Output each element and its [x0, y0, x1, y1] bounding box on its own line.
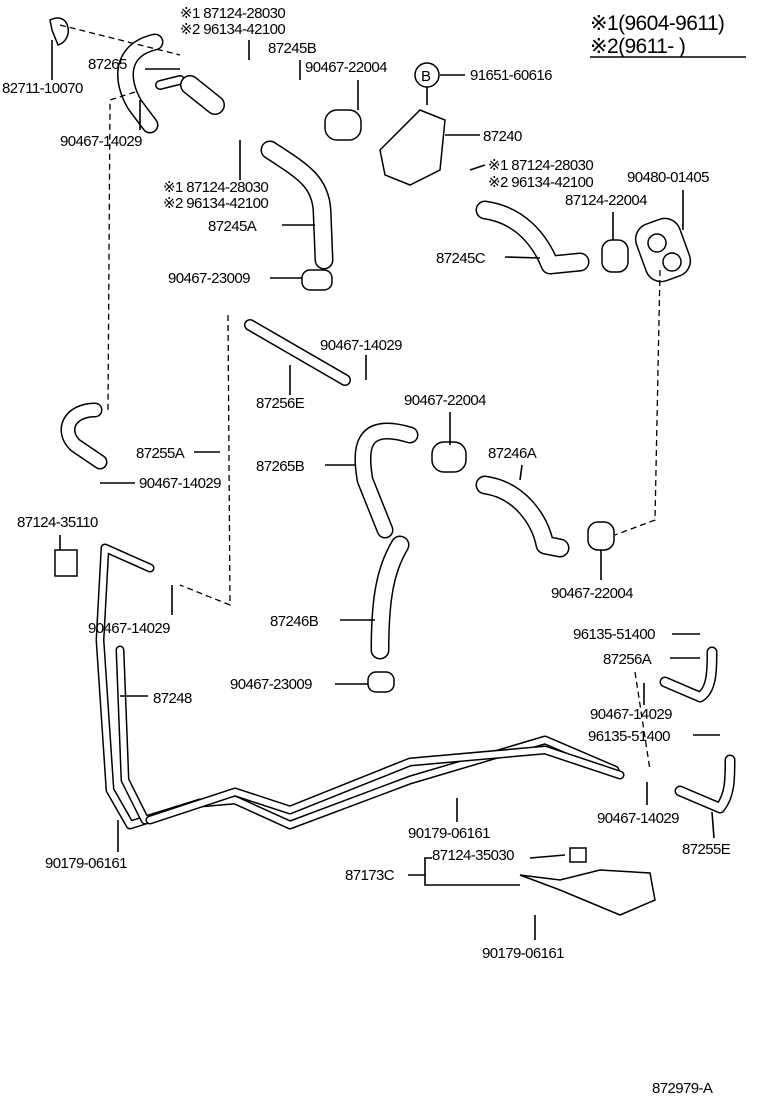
callout-label: 87246B [270, 613, 319, 630]
legend-line-1: ※1(9604-9611) [590, 12, 724, 35]
callout-label: 90467-22004 [404, 392, 486, 409]
hose-87265 [117, 33, 185, 134]
callout-label: 90467-22004 [551, 585, 633, 602]
callout-label: 87256E [256, 395, 305, 412]
clip-87124-35030 [569, 847, 587, 863]
callout-label: 91651-60616 [470, 67, 552, 84]
dashed-guide [634, 671, 651, 771]
hose-87246A [475, 475, 570, 558]
callout-label: 87240 [483, 128, 522, 145]
bracket-82711-10070 [49, 17, 69, 46]
clamp-90467-22004 [587, 521, 615, 551]
callout-label: 90467-14029 [139, 475, 221, 492]
hose-87256A [659, 646, 718, 703]
callout-label: 87255E [682, 841, 731, 858]
pipe-87248 [95, 543, 625, 830]
callout-label: 87245C [436, 250, 486, 267]
callout-label: 96135-51400 [588, 728, 670, 745]
protector-87173C [519, 869, 656, 916]
callout-label: 87245B [268, 40, 317, 57]
callout-label: 90467-14029 [88, 620, 170, 637]
clip-87124-35110 [54, 549, 78, 577]
callout-label: 87256A [603, 651, 652, 668]
dashed-guide [614, 269, 661, 536]
hose-87245C [475, 200, 590, 275]
callout-label: 87124-35030 [432, 847, 514, 864]
callout-label: 90179-06161 [408, 825, 490, 842]
callout-label: 90467-23009 [168, 270, 250, 287]
callout-label: 90467-14029 [590, 706, 672, 723]
valve-87240 [379, 109, 446, 186]
diagram-id: 872979-A [652, 1080, 713, 1097]
hose-87245B [180, 75, 225, 115]
dashed-guide [179, 314, 231, 606]
hose-87255A [60, 402, 108, 470]
clamp-90467-22004 [324, 109, 362, 141]
callout-label: ※1 87124-28030 [180, 5, 285, 22]
callout-label: ※1 87124-28030 [163, 179, 268, 196]
callout-label: 90467-14029 [60, 133, 142, 150]
hose-87245A [260, 140, 334, 270]
dashed-guide [59, 24, 181, 56]
callout-label: 87265 [88, 56, 127, 73]
callout-label: 87255A [136, 445, 185, 462]
hose-87256E [244, 319, 351, 386]
callout-label: 87245A [208, 218, 257, 235]
clamp-90467-22004 [431, 441, 467, 473]
callout-label: 90179-06161 [482, 945, 564, 962]
grommet-hole [647, 233, 667, 253]
callout-label: 87248 [153, 690, 192, 707]
leader-lines [51, 40, 720, 940]
callout-label: 87265B [256, 458, 305, 475]
hose-87255E [674, 754, 736, 814]
callout-label: 82711-10070 [2, 80, 83, 97]
callout-label: 90467-14029 [597, 810, 679, 827]
clamp-90467-23009 [301, 269, 333, 291]
callout-label: 90467-23009 [230, 676, 312, 693]
callout-label: 87124-22004 [565, 192, 647, 209]
callout-label: 87246A [488, 445, 537, 462]
b-mark: B [421, 68, 431, 85]
callout-label: ※2 96134-42100 [180, 21, 285, 38]
callout-label: 96135-51400 [573, 626, 655, 643]
clamp-87124-22004 [601, 239, 629, 273]
dashed-guide [107, 91, 136, 411]
grommet-hole [662, 252, 682, 272]
callout-label: 90467-14029 [320, 337, 402, 354]
callout-label: 87124-35110 [17, 514, 98, 531]
callout-label: 90467-22004 [305, 59, 387, 76]
callout-label: ※2 96134-42100 [488, 174, 593, 191]
callout-label: ※1 87124-28030 [488, 157, 593, 174]
callout-label: 87173C [345, 867, 395, 884]
legend-line-2: ※2(9611- ) [590, 35, 685, 58]
callout-label: ※2 96134-42100 [163, 195, 268, 212]
clamp-90467-23009 [367, 671, 395, 693]
hose-87246B [370, 535, 410, 660]
callout-label: 90179-06161 [45, 855, 127, 872]
callout-label: 90480-01405 [627, 169, 709, 186]
hose-87265B [354, 422, 419, 539]
